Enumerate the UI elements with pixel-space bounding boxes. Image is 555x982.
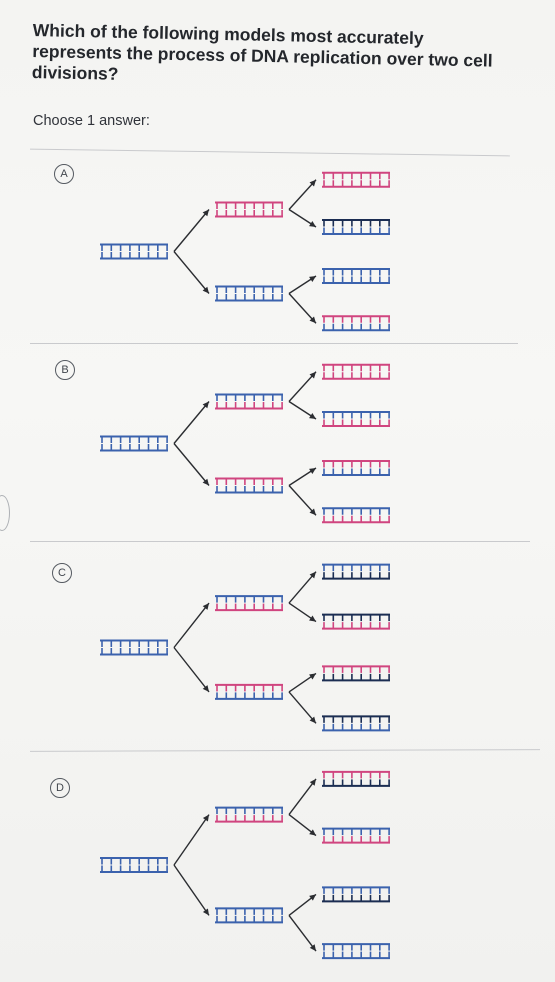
first-division-dna — [215, 683, 283, 700]
second-division-dna — [322, 613, 390, 630]
second-division-dna — [322, 219, 390, 235]
option-letter-c[interactable]: C — [52, 563, 72, 583]
second-division-dna — [322, 171, 390, 188]
division-arrow — [288, 485, 317, 516]
second-division-dna — [322, 715, 390, 732]
division-arrow — [173, 647, 210, 693]
second-division-dna — [322, 268, 390, 284]
division-arrow — [288, 179, 317, 210]
second-division-dna — [322, 827, 390, 844]
division-arrow — [288, 914, 317, 952]
division-arrow — [173, 602, 210, 648]
first-division-dna — [215, 477, 283, 494]
division-arrow — [173, 401, 210, 444]
second-division-dna — [322, 315, 390, 332]
replication-diagram-a — [100, 171, 390, 332]
answer-option-b[interactable]: B — [0, 352, 555, 534]
choose-answer-prompt: Choose 1 answer: — [33, 113, 150, 129]
division-arrow — [173, 209, 210, 252]
division-arrow — [288, 672, 317, 693]
division-arrow — [288, 371, 317, 402]
second-division-dna — [322, 943, 390, 960]
division-arrow — [288, 571, 317, 604]
division-arrow — [288, 275, 317, 295]
division-arrow — [288, 208, 317, 228]
option-letter-a[interactable]: A — [54, 164, 74, 184]
second-division-dna — [322, 460, 390, 476]
option-letter-d[interactable]: D — [50, 778, 70, 798]
answer-option-a[interactable]: A — [0, 160, 555, 342]
division-arrow — [288, 467, 317, 487]
division-arrow — [288, 400, 317, 420]
first-division-dna — [215, 285, 283, 302]
division-arrow — [173, 443, 210, 486]
parent-dna — [100, 243, 168, 260]
division-arrow — [288, 814, 317, 837]
division-arrow — [288, 778, 317, 816]
first-division-dna — [215, 201, 283, 218]
second-division-dna — [322, 886, 390, 903]
second-division-dna — [322, 411, 390, 427]
question-text: Which of the following models most accur… — [31, 20, 493, 84]
division-arrow — [173, 814, 210, 866]
second-division-dna — [322, 363, 390, 380]
second-division-dna — [322, 770, 390, 787]
parent-dna — [100, 435, 168, 452]
replication-diagram-b — [100, 363, 390, 524]
division-arrow — [288, 893, 317, 916]
answer-option-d[interactable]: D — [0, 758, 555, 973]
first-division-dna — [215, 806, 283, 823]
division-arrow — [288, 602, 317, 623]
first-division-dna — [215, 393, 283, 410]
second-division-dna — [322, 563, 390, 580]
divider — [30, 541, 530, 542]
second-division-dna — [322, 507, 390, 524]
first-division-dna — [215, 907, 283, 924]
parent-dna — [100, 639, 168, 656]
division-arrow — [173, 864, 210, 916]
parent-dna — [100, 857, 168, 873]
replication-diagram-c — [100, 563, 390, 732]
option-letter-b[interactable]: B — [55, 360, 75, 380]
divider — [30, 148, 510, 157]
answer-option-c[interactable]: C — [0, 550, 555, 740]
first-division-dna — [215, 595, 283, 612]
divider — [29, 749, 541, 752]
division-arrow — [288, 691, 317, 724]
division-arrow — [173, 251, 210, 294]
divider — [30, 343, 518, 344]
second-division-dna — [322, 665, 390, 682]
replication-diagram-d — [100, 770, 390, 960]
division-arrow — [288, 293, 317, 324]
